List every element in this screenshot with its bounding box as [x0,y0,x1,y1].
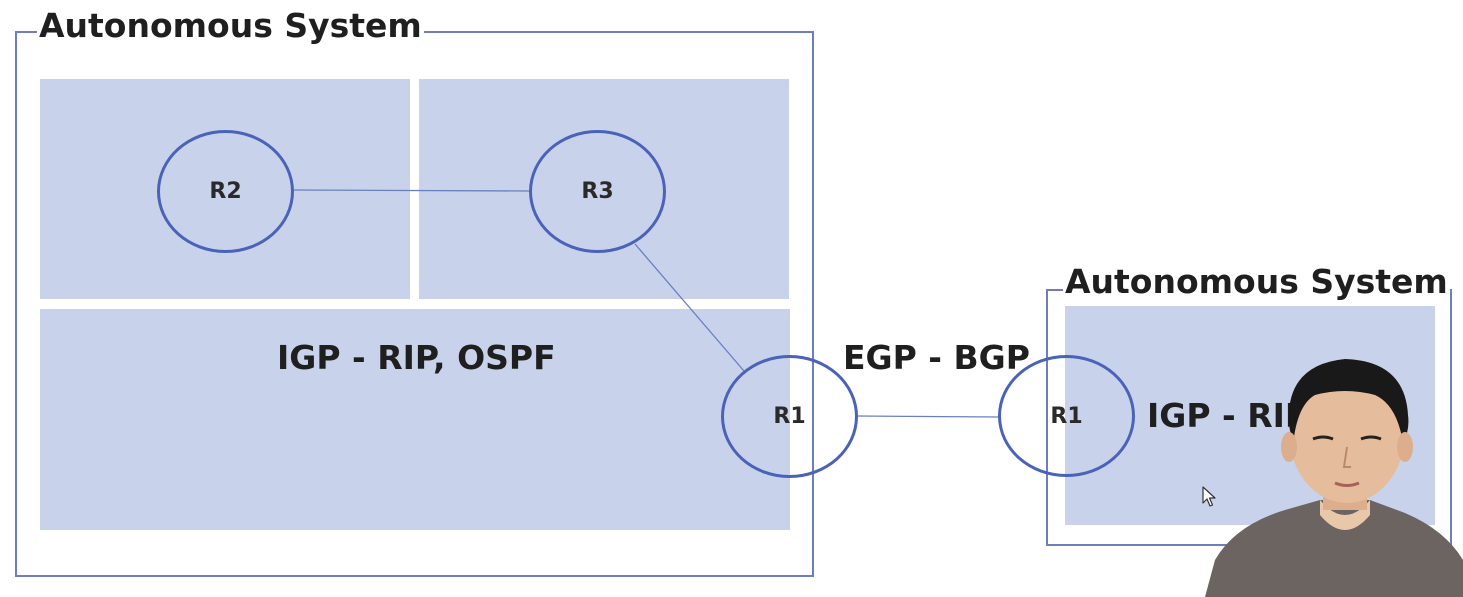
right-as-title: Autonomous System [1063,262,1450,302]
link-r2-r3 [293,189,530,192]
presenter-figure [1205,359,1463,597]
presenter-video-overlay [1205,355,1463,597]
left-igp-label: IGP - RIP, OSPF [277,338,556,377]
mouse-cursor-icon [1202,486,1216,507]
link-r3-r1 [634,243,745,372]
left-as-title: Autonomous System [37,6,424,46]
router-r3: R3 [529,130,666,253]
link-r1-r1-egp [857,415,1000,418]
router-left-r1-label: R1 [773,404,806,429]
router-right-r1: R1 [998,355,1135,477]
left-as-region-bottom [40,309,790,530]
router-r3-label: R3 [581,179,614,204]
router-right-r1-label: R1 [1050,403,1083,429]
router-left-r1: R1 [721,355,858,478]
egp-label: EGP - BGP [843,338,1030,377]
router-r2: R2 [157,130,294,253]
router-r2-label: R2 [209,179,242,204]
